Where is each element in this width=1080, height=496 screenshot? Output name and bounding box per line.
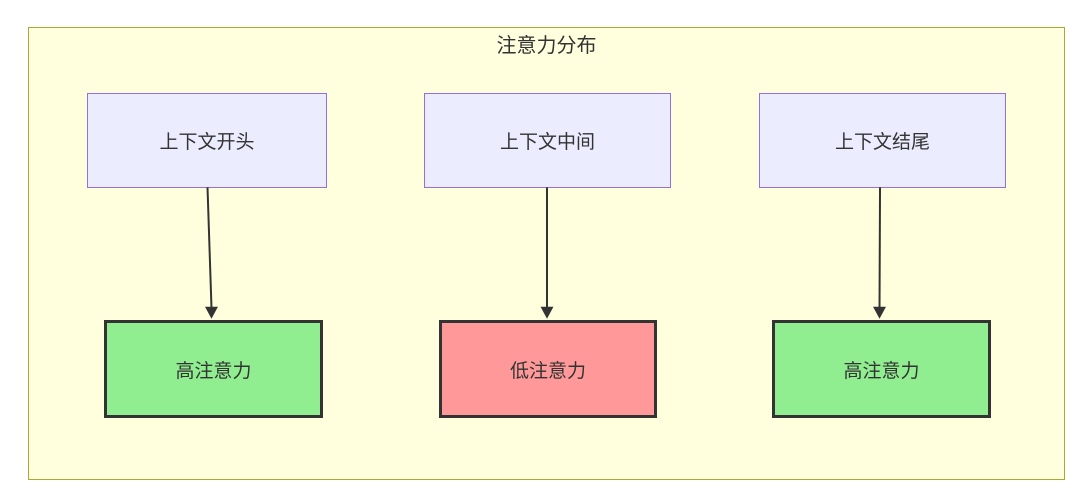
arrow-context-start-to-high-attention [205, 187, 218, 319]
node-context-end: 上下文结尾 [759, 93, 1006, 188]
node-context-middle: 上下文中间 [424, 93, 671, 188]
arrowhead-down-icon [873, 306, 886, 319]
node-context-start: 上下文开头 [87, 93, 327, 188]
node-high-attention-end: 高注意力 [772, 320, 991, 418]
node-high-attention-end-label: 高注意力 [843, 360, 920, 382]
attention-distribution-container: 注意力分布 上下文开头 上下文中间 上下文结尾 高注意力 [28, 27, 1065, 480]
diagram-title: 注意力分布 [496, 35, 597, 57]
arrowhead-down-icon [205, 306, 218, 319]
node-context-end-label: 上下文结尾 [834, 132, 930, 153]
node-context-start-label: 上下文开头 [159, 132, 255, 153]
arrowhead-down-icon [540, 306, 554, 319]
node-low-attention-middle-label: 低注意力 [509, 360, 586, 382]
arrow-context-end-to-high-attention [873, 187, 886, 319]
node-low-attention-middle: 低注意力 [439, 320, 657, 418]
node-context-middle-label: 上下文中间 [499, 132, 595, 153]
arrow-shaft [206, 187, 213, 308]
arrow-context-middle-to-low-attention [540, 187, 554, 319]
node-high-attention-start-label: 高注意力 [175, 360, 252, 382]
node-high-attention-start: 高注意力 [104, 320, 323, 418]
